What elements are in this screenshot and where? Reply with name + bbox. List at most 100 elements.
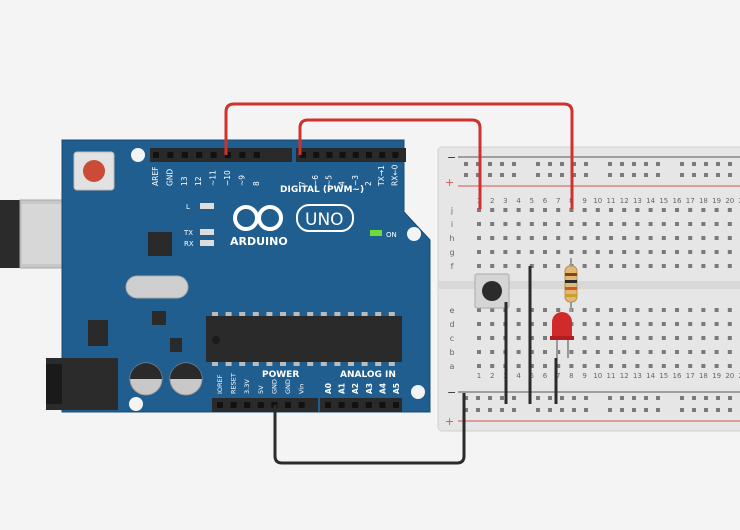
breadboard-hole[interactable] (516, 336, 521, 340)
rail-hole[interactable] (632, 408, 636, 412)
breadboard-hole[interactable] (727, 236, 732, 240)
breadboard-hole[interactable] (675, 264, 679, 268)
rail-hole[interactable] (584, 408, 588, 412)
breadboard-hole[interactable] (622, 350, 627, 354)
breadboard-hole[interactable] (648, 322, 653, 326)
header-pin-hole[interactable] (392, 152, 399, 158)
breadboard-hole[interactable] (556, 222, 561, 226)
rail-hole[interactable] (692, 408, 696, 412)
breadboard-hole[interactable] (529, 336, 534, 340)
breadboard-hole[interactable] (477, 222, 481, 226)
rail-hole[interactable] (584, 162, 588, 166)
header-pin-hole[interactable] (253, 152, 260, 158)
breadboard-hole[interactable] (727, 308, 732, 312)
breadboard-hole[interactable] (543, 336, 547, 340)
header-pin-hole[interactable] (225, 152, 231, 158)
breadboard-hole[interactable] (609, 222, 613, 226)
breadboard-hole[interactable] (635, 264, 640, 268)
rail-hole[interactable] (728, 173, 732, 177)
breadboard-hole[interactable] (648, 364, 653, 368)
breadboard-hole[interactable] (490, 322, 495, 326)
breadboard-hole[interactable] (595, 208, 600, 212)
header-pin-hole[interactable] (298, 402, 305, 408)
breadboard-hole[interactable] (516, 322, 521, 326)
breadboard-hole[interactable] (490, 336, 495, 340)
breadboard-hole[interactable] (648, 350, 653, 354)
breadboard-hole[interactable] (569, 350, 574, 354)
rail-hole[interactable] (536, 162, 540, 166)
reset-button-cap[interactable] (83, 160, 105, 182)
breadboard-hole[interactable] (516, 208, 521, 212)
breadboard-hole[interactable] (727, 250, 732, 254)
breadboard-hole[interactable] (529, 308, 534, 312)
breadboard-hole[interactable] (516, 308, 521, 312)
breadboard-hole[interactable] (688, 264, 693, 268)
breadboard-hole[interactable] (635, 222, 640, 226)
rail-hole[interactable] (584, 173, 588, 177)
breadboard-hole[interactable] (714, 308, 719, 312)
breadboard-hole[interactable] (595, 308, 600, 312)
rail-hole[interactable] (644, 396, 648, 400)
header-pin-hole[interactable] (313, 152, 320, 158)
breadboard-hole[interactable] (714, 250, 719, 254)
rail-hole[interactable] (464, 173, 468, 177)
breadboard-hole[interactable] (609, 264, 613, 268)
header-pin-hole[interactable] (352, 402, 359, 408)
breadboard-hole[interactable] (529, 208, 534, 212)
header-pin-hole[interactable] (285, 402, 291, 408)
rail-hole[interactable] (560, 408, 564, 412)
breadboard-hole[interactable] (490, 308, 495, 312)
breadboard-hole[interactable] (595, 364, 600, 368)
breadboard-hole[interactable] (582, 364, 587, 368)
breadboard-hole[interactable] (582, 236, 587, 240)
breadboard-hole[interactable] (490, 364, 495, 368)
breadboard-hole[interactable] (569, 222, 574, 226)
rail-hole[interactable] (572, 173, 576, 177)
header-pin-hole[interactable] (196, 152, 203, 158)
header-pin-hole[interactable] (244, 402, 251, 408)
breadboard-hole[interactable] (595, 322, 600, 326)
rail-hole[interactable] (572, 408, 576, 412)
rail-hole[interactable] (680, 162, 684, 166)
breadboard-hole[interactable] (503, 222, 508, 226)
header-pin-hole[interactable] (181, 152, 188, 158)
breadboard-hole[interactable] (714, 236, 719, 240)
breadboard-hole[interactable] (569, 364, 574, 368)
breadboard-hole[interactable] (714, 322, 719, 326)
breadboard-hole[interactable] (688, 222, 693, 226)
breadboard-hole[interactable] (529, 250, 534, 254)
breadboard-hole[interactable] (675, 322, 679, 326)
breadboard-hole[interactable] (516, 264, 521, 268)
header-pin-hole[interactable] (239, 152, 246, 158)
breadboard-hole[interactable] (477, 364, 481, 368)
breadboard-hole[interactable] (556, 264, 561, 268)
breadboard-hole[interactable] (701, 350, 706, 354)
header-pin-hole[interactable] (339, 152, 346, 158)
header-pin-hole[interactable] (217, 402, 223, 408)
breadboard-hole[interactable] (661, 208, 666, 212)
breadboard-hole[interactable] (582, 350, 587, 354)
breadboard-hole[interactable] (609, 236, 613, 240)
breadboard-hole[interactable] (648, 208, 653, 212)
rail-hole[interactable] (644, 408, 648, 412)
breadboard-hole[interactable] (477, 236, 481, 240)
breadboard-hole[interactable] (661, 264, 666, 268)
push-button-cap[interactable] (482, 281, 502, 301)
header-pin-hole[interactable] (230, 402, 237, 408)
breadboard-hole[interactable] (727, 322, 732, 326)
breadboard-hole[interactable] (609, 308, 613, 312)
breadboard-hole[interactable] (714, 364, 719, 368)
rail-hole[interactable] (620, 173, 624, 177)
breadboard-hole[interactable] (556, 236, 561, 240)
breadboard-hole[interactable] (543, 250, 547, 254)
breadboard-hole[interactable] (609, 350, 613, 354)
rail-hole[interactable] (464, 396, 468, 400)
rail-hole[interactable] (536, 396, 540, 400)
breadboard-hole[interactable] (477, 264, 481, 268)
breadboard-hole[interactable] (516, 236, 521, 240)
header-pin-hole[interactable] (379, 152, 386, 158)
breadboard-hole[interactable] (543, 364, 547, 368)
rail-hole[interactable] (620, 408, 624, 412)
rail-hole[interactable] (728, 396, 732, 400)
rail-hole[interactable] (656, 408, 660, 412)
